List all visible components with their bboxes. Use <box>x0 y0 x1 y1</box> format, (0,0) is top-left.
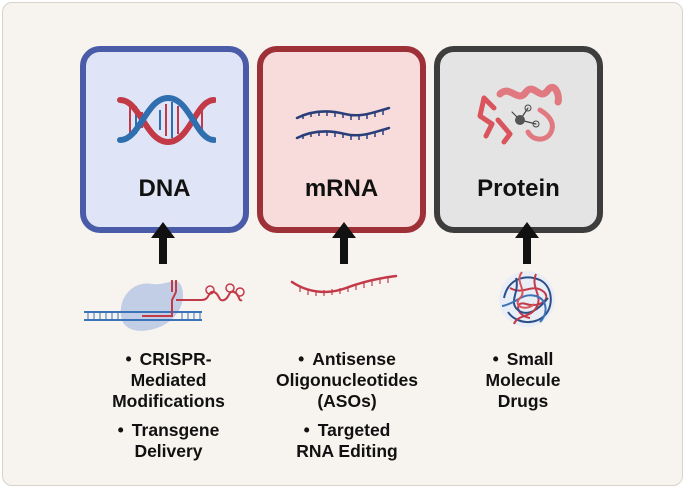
mrna-card: mRNA <box>257 46 426 233</box>
list-item: •Small Molecule Drugs <box>485 349 561 411</box>
crispr-complex-illustration <box>84 280 245 331</box>
dna-approaches-list: •CRISPR- Mediated Modifications •Transge… <box>96 349 241 470</box>
rna-strand-illustration <box>290 274 398 296</box>
protein-card-title: Protein <box>477 175 560 202</box>
dna-card-title: DNA <box>138 175 191 202</box>
protein-card: Protein <box>434 46 603 233</box>
small-molecule-illustration <box>499 271 555 327</box>
dna-helix-icon <box>117 94 216 146</box>
protein-approaches-list: •Small Molecule Drugs <box>468 349 578 420</box>
protein-structure-icon <box>477 83 562 145</box>
mrna-approaches-list: •Antisense Oligonucleotides (ASOs) •Targ… <box>262 349 432 470</box>
dna-card: DNA <box>80 46 249 233</box>
list-item: •Antisense Oligonucleotides (ASOs) <box>276 349 418 411</box>
arrow-up-icon <box>151 222 175 264</box>
mrna-card-title: mRNA <box>304 175 379 202</box>
list-item: •CRISPR- Mediated Modifications <box>112 349 225 411</box>
arrow-up-icon <box>515 222 539 264</box>
mrna-strands-icon <box>295 106 391 140</box>
list-item: •Targeted RNA Editing <box>296 420 398 461</box>
arrow-up-icon <box>332 222 356 264</box>
list-item: •Transgene Delivery <box>117 420 220 461</box>
